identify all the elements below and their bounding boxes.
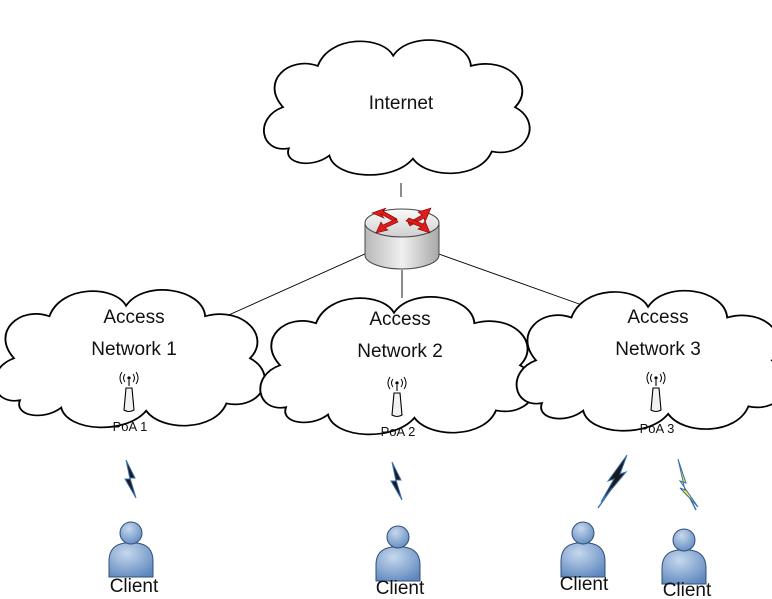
links (221, 183, 597, 319)
network-3-label-line2: Network 3 (615, 339, 701, 360)
network-2-label-line1: Access (369, 309, 430, 330)
router-icon (364, 207, 440, 270)
user-icon (108, 521, 154, 578)
lightning-icon (390, 461, 403, 501)
poa-2-label: PoA 2 (381, 424, 416, 439)
client-label: Client (663, 580, 712, 599)
link-router-net3 (435, 252, 597, 311)
user-icon (560, 521, 606, 578)
lightning-icon (124, 459, 137, 499)
user-icon (375, 525, 421, 582)
network-3-label-line1: Access (627, 307, 688, 328)
client-label: Client (560, 574, 609, 595)
lightning-icon (677, 458, 699, 511)
poa-1-label: PoA 1 (113, 419, 148, 434)
internet-label: Internet (369, 93, 434, 114)
user-icon (661, 528, 707, 585)
network-2-label-line2: Network 2 (357, 341, 443, 362)
client-label: Client (376, 578, 425, 599)
network-1-label-line2: Network 1 (91, 339, 177, 360)
lightning-icon (597, 454, 628, 509)
client-label: Client (110, 576, 159, 597)
link-router-net1 (221, 252, 368, 319)
poa-3-label: PoA 3 (640, 421, 675, 436)
network-1-label-line1: Access (103, 307, 164, 328)
